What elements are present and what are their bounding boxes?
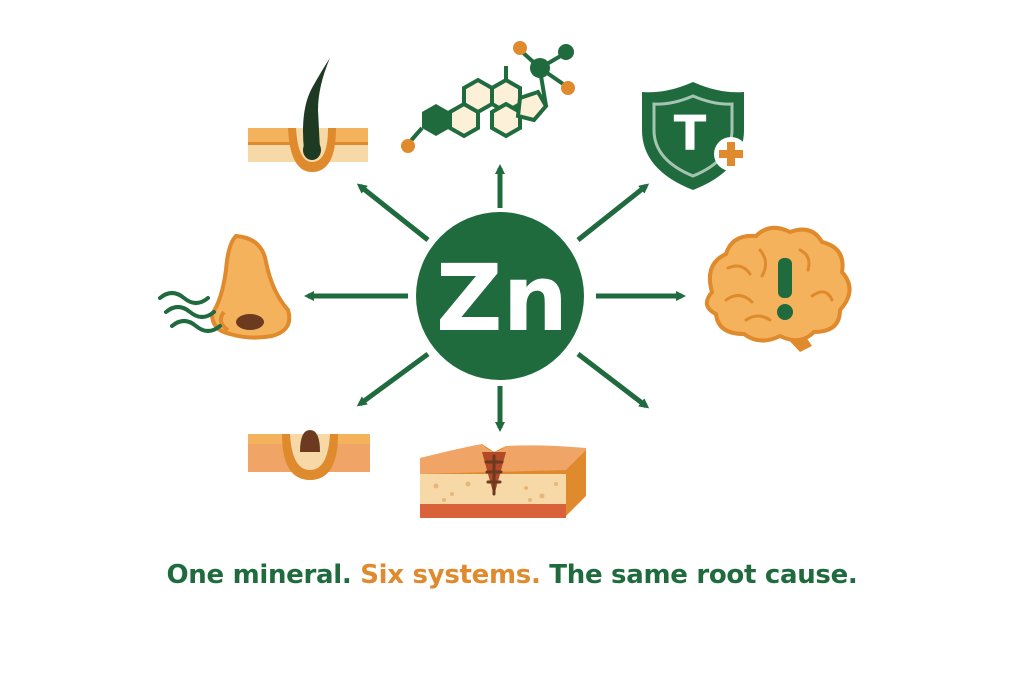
- hormone-molecule-icon: [401, 41, 575, 153]
- tagline-part-2: Six systems.: [360, 560, 541, 590]
- immune-shield-icon: T: [642, 82, 748, 190]
- wound-skin-icon: [420, 444, 586, 518]
- arrow-immune: [576, 183, 650, 242]
- tagline: One mineral. Six systems. The same root …: [0, 560, 1024, 590]
- plus-icon: [714, 137, 748, 171]
- tagline-part-3: The same root cause.: [549, 560, 858, 590]
- zinc-symbol: Zn: [436, 245, 568, 352]
- brain-alert-icon: [704, 225, 852, 352]
- arrow-hair: [356, 183, 430, 242]
- arrows: [304, 164, 686, 432]
- arrow-acne: [356, 351, 430, 407]
- smell-nose-icon: [158, 233, 292, 340]
- tagline-part-1: One mineral.: [166, 560, 352, 590]
- hair-follicle-icon: [248, 58, 368, 172]
- shield-letter: T: [674, 106, 707, 162]
- zinc-circle: Zn: [416, 212, 584, 380]
- acne-skin-icon: [248, 430, 370, 480]
- arrow-lower-right: [576, 352, 650, 409]
